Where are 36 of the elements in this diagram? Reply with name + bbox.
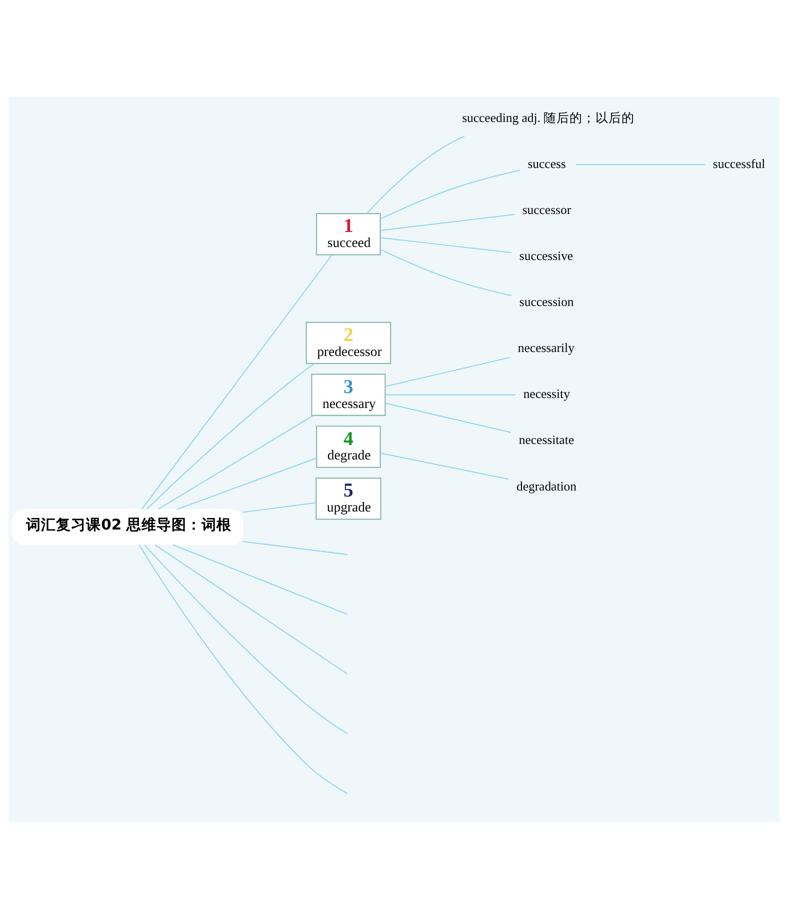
node-box: 词汇复习课02 思维导图：词根 bbox=[12, 508, 244, 546]
node-text: degradation bbox=[516, 479, 577, 494]
connector bbox=[141, 254, 332, 510]
connector bbox=[380, 214, 515, 231]
node-text: successive bbox=[519, 249, 574, 264]
node-text: necessarily bbox=[518, 341, 574, 356]
connector bbox=[242, 502, 316, 513]
connector bbox=[380, 170, 520, 220]
connector bbox=[385, 402, 512, 433]
node-text: necessity bbox=[523, 387, 570, 402]
connector bbox=[380, 452, 510, 480]
connector bbox=[176, 458, 317, 510]
node-text: succeeding adj. 随后的；以后的 bbox=[462, 110, 635, 125]
node-box: 3 necessary bbox=[311, 374, 386, 416]
connector bbox=[172, 544, 348, 615]
connector bbox=[144, 544, 348, 734]
node-box: 1 succeed bbox=[316, 213, 381, 256]
node-text: successful bbox=[712, 156, 766, 171]
connector bbox=[138, 544, 348, 794]
connector bbox=[385, 356, 510, 387]
connector bbox=[380, 237, 512, 254]
connector bbox=[576, 164, 706, 166]
node-text: succession bbox=[519, 295, 574, 310]
node-text: necessitate bbox=[518, 433, 574, 448]
connector bbox=[154, 544, 348, 674]
connector bbox=[242, 540, 348, 555]
connector bbox=[380, 249, 512, 296]
node-box: 5 upgrade bbox=[316, 478, 382, 520]
node-text: successor bbox=[522, 202, 572, 217]
connector bbox=[385, 394, 516, 396]
connector bbox=[146, 363, 315, 510]
node-box: 2 predecessor bbox=[306, 322, 392, 364]
node-text: success bbox=[528, 156, 566, 171]
node-box: 4 degrade bbox=[316, 426, 381, 468]
connector bbox=[158, 414, 314, 510]
connector bbox=[366, 136, 465, 214]
